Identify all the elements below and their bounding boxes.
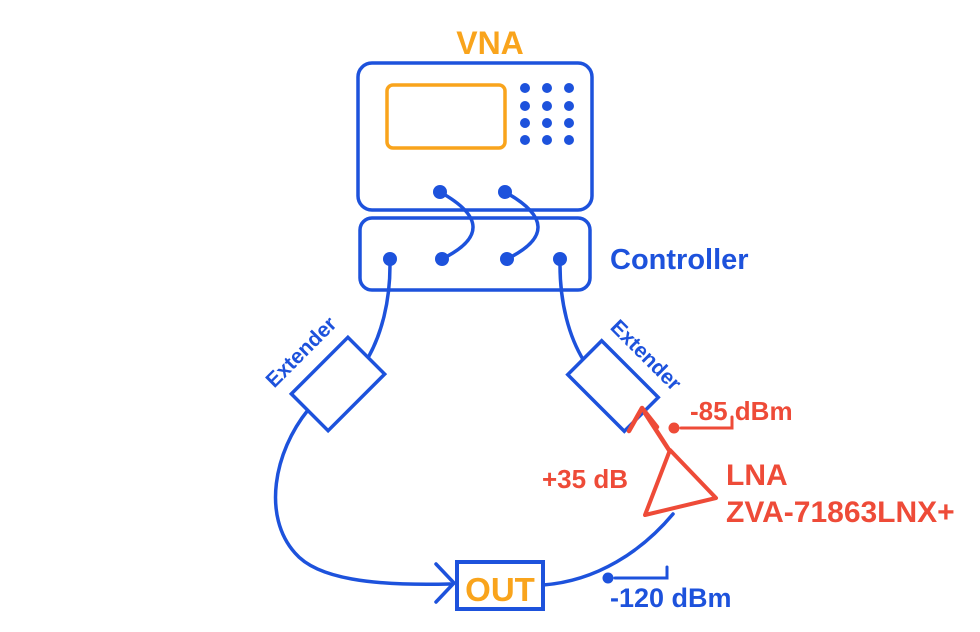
- cable-out-to-lna: [541, 512, 675, 587]
- leader-line-120dbm: [613, 565, 669, 580]
- out-power-label: -120 dBm: [610, 583, 732, 613]
- cable-to-left-extender: [367, 263, 392, 358]
- keypad-dot: [542, 118, 552, 128]
- lna-model-label: ZVA-71863LNX+: [726, 496, 955, 529]
- extender-left-group: [288, 334, 388, 434]
- measure-point-lna-output: [668, 422, 680, 434]
- patch-cable-right: [503, 190, 540, 261]
- vna-keypad: [520, 83, 574, 145]
- patch-cable-left: [438, 190, 475, 261]
- keypad-dot: [542, 101, 552, 111]
- controller-port-2: [435, 252, 449, 266]
- out-label: OUT: [465, 571, 535, 608]
- vna-port-2: [498, 185, 512, 199]
- lna-amplifier-triangle: [643, 448, 718, 517]
- keypad-dot: [520, 135, 530, 145]
- keypad-dot: [520, 101, 530, 111]
- keypad-dot: [542, 83, 552, 93]
- controller-port-4: [553, 252, 567, 266]
- vna-port-1: [433, 185, 447, 199]
- measure-point-out: [602, 572, 614, 584]
- lna-output-power-label: -85 dBm: [690, 396, 793, 426]
- controller-box: [358, 216, 592, 292]
- controller-label: Controller: [610, 244, 749, 276]
- vna-screen: [385, 83, 507, 150]
- leader-line-85dbm: [679, 415, 734, 430]
- extender-right-group: [565, 338, 661, 434]
- keypad-dot: [564, 135, 574, 145]
- keypad-dot: [520, 83, 530, 93]
- extender-left-box: [288, 334, 388, 434]
- lna-arrowhead: [626, 405, 660, 434]
- controller-port-1: [383, 252, 397, 266]
- cable-to-right-extender: [558, 263, 586, 363]
- cable-left-extender-to-out: [273, 408, 452, 587]
- keypad-dot: [564, 83, 574, 93]
- out-box: [455, 560, 545, 611]
- keypad-dot: [564, 101, 574, 111]
- keypad-dot: [542, 135, 552, 145]
- keypad-dot: [520, 118, 530, 128]
- extender-right-box: [565, 338, 661, 434]
- lna-name-label: LNA: [726, 459, 788, 492]
- controller-port-3: [500, 252, 514, 266]
- keypad-dot: [564, 118, 574, 128]
- lna-gain-label: +35 dB: [542, 464, 628, 494]
- arrowhead-into-out: [434, 562, 456, 604]
- vna-label: VNA: [456, 25, 524, 61]
